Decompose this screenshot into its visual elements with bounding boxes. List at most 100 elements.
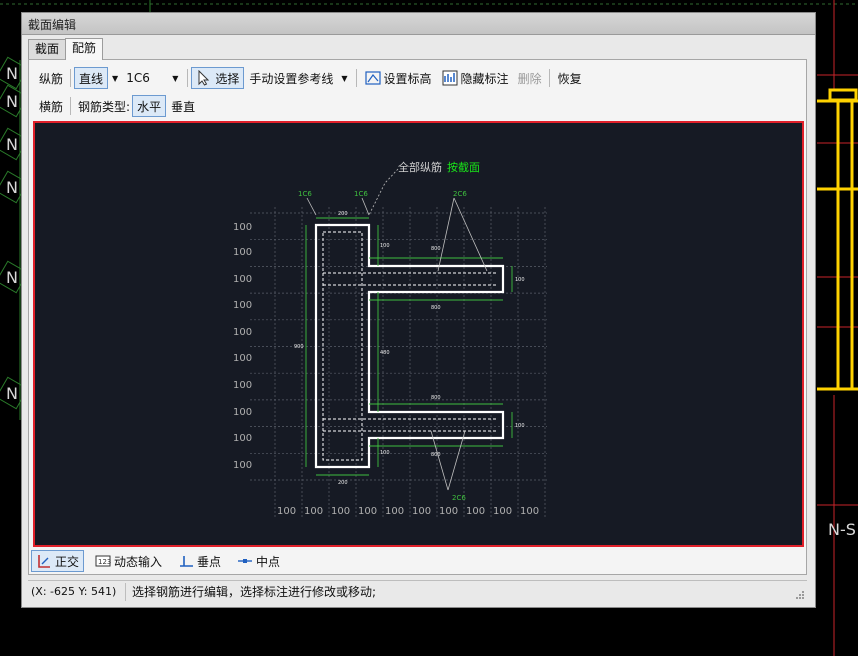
section-edit-dialog: 截面编辑 截面 配筋 纵筋 直线 ▼ 1C6 ▼ 选择 手 [21,12,816,608]
grid-side-label: 100 [233,433,252,444]
tab-bar: 截面 配筋 [28,38,104,60]
axis-tag: N [6,268,18,287]
grid-side-label: 100 [233,407,252,418]
longitudinal-label: 纵筋 [39,71,64,86]
axis-tag: N [6,135,18,154]
rebar-label: 1C6 [298,190,312,198]
toolbar-transverse: 横筋 钢筋类型: 水平 垂直 [29,95,806,117]
grid-side-label: 100 [233,460,252,471]
perpendicular-label: 垂点 [197,554,222,569]
select-button-label: 选择 [215,71,240,86]
grid-bottom-label: 100 [358,506,377,517]
ortho-label: 正交 [55,554,80,569]
bar-type-label: 钢筋类型: [78,99,131,114]
chevron-down-icon[interactable]: ▼ [172,73,179,83]
dimension-label: 100 [380,243,390,249]
dimension-label: 800 [431,395,441,401]
set-elevation-label: 设置标高 [383,71,432,86]
tab-section[interactable]: 截面 [28,39,67,60]
background-grid [250,207,547,518]
grid-labels: 100 100 100 100 100 100 100 100 100 100 … [233,222,539,517]
cursor-arrow-icon [196,69,212,86]
axis-tag: N [6,384,18,403]
toolbar-separator [187,69,189,87]
toolbar-separator [70,97,72,115]
svg-text:123: 123 [98,558,111,566]
status-message: 选择钢筋进行编辑，选择标注进行修改或移动; [132,585,377,599]
chevron-down-icon: ▼ [341,73,348,83]
grid-bottom-label: 100 [277,506,296,517]
grid-side-label: 100 [233,274,252,285]
grid-bottom-label: 100 [439,506,458,517]
drawing-canvas[interactable]: 100 100 100 100 100 100 100 100 100 100 … [33,121,804,547]
midpoint-snap-toggle[interactable]: 中点 [232,550,285,572]
grid-side-label: 100 [233,247,252,258]
rebar-label: 2C6 [453,190,467,198]
section-outline[interactable] [314,223,505,469]
dialog-title[interactable]: 截面编辑 [22,13,815,35]
line-mode-value: 直线 [79,71,104,86]
set-elevation-button[interactable]: 设置标高 [360,67,437,89]
line-mode-dropdown[interactable]: 直线 [74,67,109,89]
toolbar-separator [355,69,357,87]
bar-spec-value: 1C6 [126,71,150,85]
dynamic-input-label: 动态输入 [114,554,163,569]
grid-bottom-label: 100 [331,506,350,517]
cursor-coordinates: (X: -625 Y: 541) [28,582,126,601]
dynamic-input-toggle[interactable]: 123 动态输入 [90,550,167,572]
manual-reference-line-button[interactable]: 手动设置参考线 ▼ [244,67,352,89]
dimension-label: 100 [515,277,525,283]
elevation-icon [364,70,381,86]
grid-bottom-label: 100 [412,506,431,517]
axis-tag-right: N-S [828,520,856,539]
restore-button[interactable]: 恢复 [557,71,582,86]
hide-annotation-button[interactable]: 隐藏标注 [437,67,514,89]
ortho-toggle[interactable]: 正交 [31,550,85,572]
dimension-label: 100 [380,450,390,456]
manual-reference-line-label: 手动设置参考线 [249,71,334,86]
toolbar-separator [548,69,550,87]
legend-all-longitudinal[interactable]: 全部纵筋 [398,160,442,174]
toolbar-separator [70,69,72,87]
perpendicular-icon [178,553,194,569]
rebar-label: 2C6 [452,494,466,502]
dimension-label: 800 [431,246,441,252]
delete-button[interactable]: 删除 [517,71,542,86]
axis-tag: N [6,92,18,111]
bar-spec-dropdown[interactable]: 1C6 [122,67,172,89]
snap-toolbar: 正交 123 动态输入 垂点 中点 [31,549,291,573]
section-drawing[interactable]: 100 100 100 100 100 100 100 100 100 100 … [35,123,802,545]
grid-side-label: 100 [233,327,252,338]
chevron-down-icon[interactable]: ▼ [112,73,119,83]
dimension-label: 480 [380,350,390,356]
toolbar-longitudinal: 纵筋 直线 ▼ 1C6 ▼ 选择 手动设置参考线 ▼ [29,65,806,91]
hide-annotation-label: 隐藏标注 [460,71,509,86]
midpoint-icon [237,553,253,569]
legend-by-section[interactable]: 按截面 [447,160,480,174]
hide-annotation-icon [442,70,458,86]
ortho-icon [36,553,52,569]
vertical-button[interactable]: 垂直 [171,99,196,114]
dimension-lines[interactable] [305,217,513,476]
tab-reinforcement[interactable]: 配筋 [65,38,104,60]
grid-bottom-label: 100 [520,506,539,517]
dimension-label: 200 [338,211,348,217]
rebar-lines[interactable] [322,231,497,461]
midpoint-label: 中点 [256,554,281,569]
perpendicular-snap-toggle[interactable]: 垂点 [173,550,226,572]
leader-lines [306,168,488,491]
dimension-labels[interactable]: 200 200 900 480 100 100 800 800 800 800 … [294,211,525,486]
dimension-label: 900 [294,344,304,350]
grid-bottom-label: 100 [304,506,323,517]
select-button[interactable]: 选择 [191,67,245,89]
horizontal-button[interactable]: 水平 [132,95,167,117]
reinforcement-panel: 纵筋 直线 ▼ 1C6 ▼ 选择 手动设置参考线 ▼ [28,59,807,575]
grid-side-label: 100 [233,222,252,233]
rebar-labels[interactable]: 1C6 1C6 2C6 2C6 [298,190,467,502]
grid-bottom-label: 100 [466,506,485,517]
grid-side-label: 100 [233,300,252,311]
dimension-label: 800 [431,305,441,311]
resize-grip-icon[interactable] [795,590,805,600]
rebar-label: 1C6 [354,190,368,198]
